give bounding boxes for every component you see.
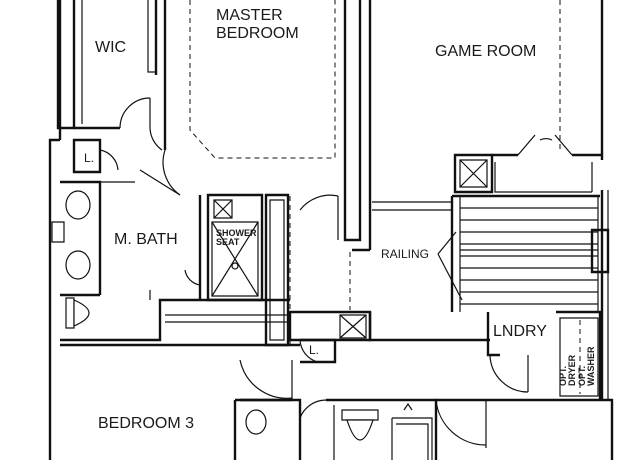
opt-washer-label-1: OPT. — [577, 366, 587, 386]
staircase: RAILING — [381, 194, 610, 312]
sink-1-icon — [65, 190, 91, 220]
master-label-2: BEDROOM — [216, 25, 299, 42]
opt-dryer-label-1: OPT. — [558, 366, 568, 386]
hall-bath — [240, 398, 602, 460]
bath-toilet-icon — [346, 419, 374, 441]
master-label-1: MASTER — [216, 7, 283, 24]
railing-label: RAILING — [381, 247, 429, 261]
lndry-label: LNDRY — [493, 323, 547, 340]
sink-2-icon — [65, 250, 91, 280]
linen-label-1: L. — [84, 151, 94, 165]
master-bedroom: MASTER BEDROOM — [139, 0, 372, 252]
linen-label-2: L. — [309, 343, 319, 357]
game-room: GAME ROOM — [372, 0, 602, 211]
bath-sink-icon — [245, 409, 267, 435]
exterior-walls — [48, 0, 614, 460]
hallway: L. — [288, 194, 490, 364]
laundry-room: LNDRY OPT. DRYER OPT. WASHER — [486, 310, 602, 400]
bedroom-3-label: BEDROOM 3 — [98, 415, 194, 432]
shower-label-2: SEAT — [216, 237, 240, 247]
opt-washer-label-2: WASHER — [586, 346, 596, 386]
game-room-label: GAME ROOM — [435, 43, 536, 60]
wic-label: WIC — [95, 39, 126, 56]
toilet-icon — [73, 299, 90, 327]
shower-label-1: SHOWER — [216, 228, 257, 238]
wic-room: WIC — [74, 0, 163, 151]
shower-drain-icon — [231, 262, 239, 270]
master-bath: M. BATH — [51, 180, 290, 342]
shower: SHOWER SEAT — [206, 193, 264, 302]
m-bath-label: M. BATH — [114, 231, 178, 248]
opt-dryer-label-2: DRYER — [567, 354, 577, 386]
linen-closet-1: L. — [72, 138, 119, 174]
